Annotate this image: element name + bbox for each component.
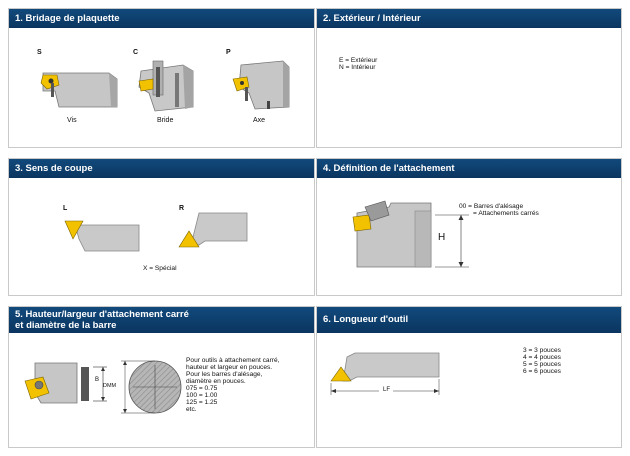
top-clamp-illustration [138,60,194,112]
panel-tool-length: 6. Longueur d'outil LF 3 = 3 pouces 4 = … [316,306,622,448]
panel-title-line2: et diamètre de la barre [15,320,117,331]
dimension-b-label: B [95,377,100,383]
shank-size-note-1: Pour outils à attachement carré, [186,357,280,364]
shank-size-code-125: 125 = 1.25 [186,399,218,406]
hand-code-right: R [179,205,185,212]
panel-cutting-direction: 3. Sens de coupe L R X = Spécial [8,158,315,296]
bore-bar-note: 00 = Barres d'alésage [459,203,524,210]
panel-title: 5. Hauteur/largeur d'attachement carré e… [9,307,314,333]
panel-shank-definition: 4. Définition de l'attachement H 00 = Ba… [316,158,622,296]
clamp-caption-screw: Vis [67,117,77,124]
shank-size-code-075: 075 = 0.75 [186,385,218,392]
panel-title: 4. Définition de l'attachement [317,159,621,178]
dimension-h-label: H [438,232,446,243]
shank-size-code-100: 100 = 1.00 [186,392,218,399]
option-internal: N = Intérieur [339,64,376,71]
panel-insert-clamping: 1. Bridage de plaquette S C P Vis Bride … [8,8,315,148]
clamp-code-p: P [226,49,231,56]
right-hand-tool-illustration [178,212,248,248]
panel-title: 3. Sens de coupe [9,159,314,178]
left-hand-tool-illustration [64,220,140,252]
shank-size-note-3: Pour les barres d'alésage, [186,371,263,378]
square-shank-note: = Attachements carrés [473,210,539,217]
shank-tool-illustration [352,200,469,268]
special-note: X = Spécial [143,265,177,272]
option-external: E = Extérieur [339,57,378,64]
length-option-3: 3 = 3 pouces [523,347,561,354]
hand-code-left: L [63,205,68,212]
panel-shank-size: 5. Hauteur/largeur d'attachement carré e… [8,306,315,448]
screw-clamp-illustration [40,72,118,108]
panel-title: 6. Longueur d'outil [317,307,621,333]
tool-length-illustration [330,352,440,395]
clamp-caption-clamp: Bride [157,117,174,124]
length-option-6: 6 = 6 pouces [523,368,561,375]
clamp-caption-pin: Axe [253,117,266,124]
shank-size-note-4: diamètre en pouces. [186,378,246,385]
panel-title-line1: 5. Hauteur/largeur d'attachement carré [15,309,189,320]
dimension-lf-label: LF [383,387,391,393]
dimension-dmm-label: DMM [103,383,117,389]
square-shank-illustration [24,362,107,404]
shank-size-note-2: hauteur et largeur en pouces. [186,364,273,371]
panel-title: 1. Bridage de plaquette [9,9,314,28]
clamp-code-c: C [133,49,139,56]
clamp-code-s: S [37,49,42,56]
shank-size-etc: etc. [186,406,197,413]
length-option-4: 4 = 4 pouces [523,354,561,361]
pin-lock-illustration [232,60,290,110]
panel-title: 2. Extérieur / Intérieur [317,9,621,28]
length-option-5: 5 = 5 pouces [523,361,561,368]
panel-external-internal: 2. Extérieur / Intérieur E = Extérieur N… [316,8,622,148]
boring-bar-illustration [121,360,182,414]
